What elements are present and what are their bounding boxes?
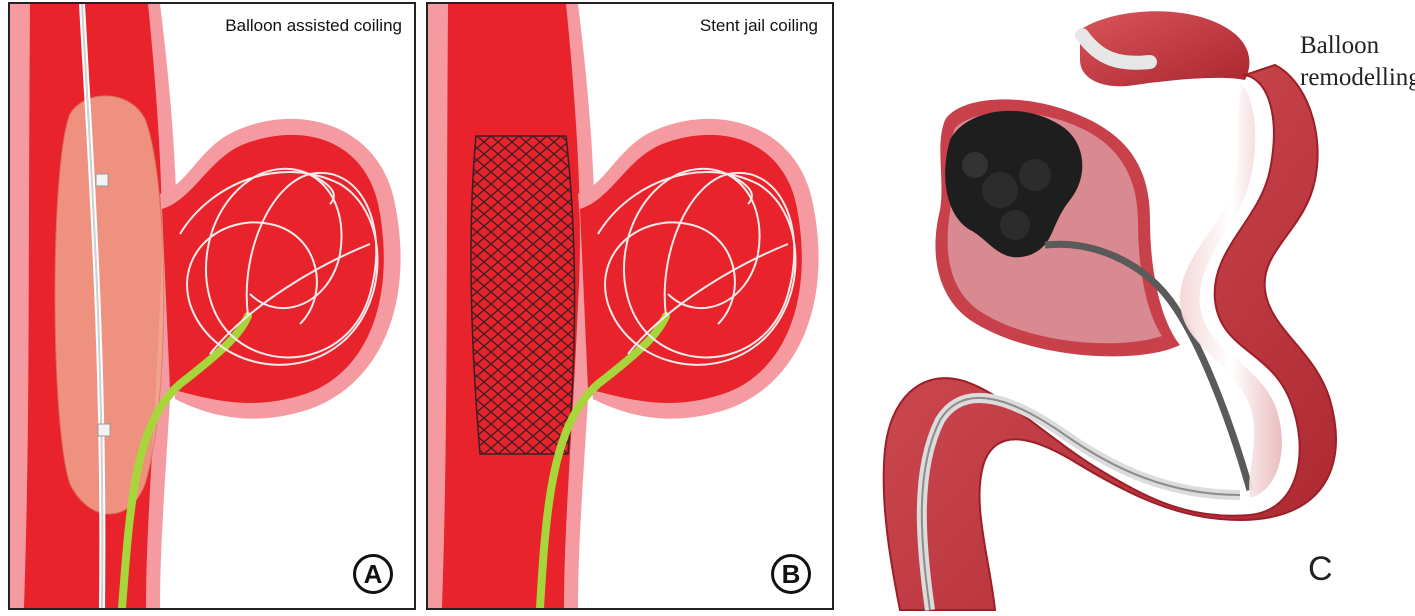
- panel-c-caption-line1: Balloon: [1300, 32, 1380, 59]
- panel-a-badge: A: [353, 554, 393, 594]
- coil-loops: [597, 167, 797, 366]
- panel-c-label: C: [1308, 550, 1333, 588]
- balloon-marker-upper: [95, 173, 109, 187]
- parent-vessel-curve: [882, 63, 1337, 611]
- aneurysm-sac: [580, 134, 802, 403]
- panel-b-stent-jail-coiling: Stent jail coiling B: [426, 2, 834, 610]
- panel-b-badge: B: [771, 554, 811, 594]
- panel-a-balloon-assisted-coiling: Balloon assisted coiling A: [8, 2, 416, 610]
- panel-c-illustration: [882, 11, 1337, 611]
- coil-loops: [179, 167, 379, 366]
- balloon: [54, 95, 165, 515]
- panel-c-caption: Balloon remodelling: [1300, 30, 1415, 94]
- aneurysm-sac: [162, 134, 384, 403]
- upper-guidewire-tip: [1075, 28, 1157, 70]
- panel-c-balloon-remodelling: Balloon remodelling C: [850, 0, 1415, 616]
- balloon: [1180, 85, 1282, 498]
- balloon-marker-lower: [97, 423, 111, 437]
- microcatheter: [1044, 240, 1254, 491]
- stent: [470, 135, 576, 455]
- panel-a-caption: Balloon assisted coiling: [225, 16, 402, 35]
- panel-c-caption-line2: remodelling: [1300, 64, 1415, 91]
- panel-b-illustration: [428, 4, 819, 608]
- panel-a-illustration: [10, 4, 401, 608]
- panel-b-caption: Stent jail coiling: [699, 16, 818, 35]
